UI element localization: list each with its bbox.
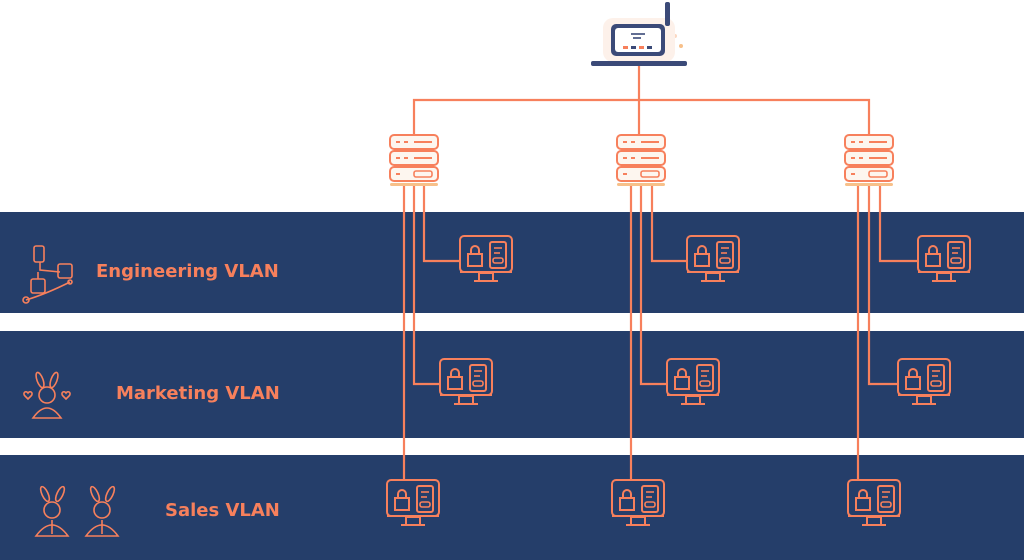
switch-icon [844,134,894,187]
access-lines [402,186,918,480]
sales-workstation-icon [847,479,901,526]
marketing-workstation-icon [439,358,493,405]
engineering-workstation-icon [459,235,513,282]
sales-vlan-label: Sales VLAN [165,500,280,521]
sales-vlan-band [0,455,1024,560]
marketing-workstation-icon [666,358,720,405]
marketing-vlan-label: Marketing VLAN [116,383,280,404]
switch-icon [389,134,439,187]
marketing-vlan-band [0,331,1024,438]
engineering-team-icon [22,245,73,304]
switch-icon [616,134,666,187]
uplink-lines [412,63,871,135]
engineering-workstation-icon [917,235,971,282]
marketing-workstation-icon [897,358,951,405]
sales-people-icon [34,485,120,537]
sales-workstation-icon [386,479,440,526]
router-icon [591,2,687,66]
engineering-workstation-icon [686,235,740,282]
marketing-person-icon [23,371,71,419]
sales-workstation-icon [611,479,665,526]
engineering-vlan-label: Engineering VLAN [96,261,279,282]
